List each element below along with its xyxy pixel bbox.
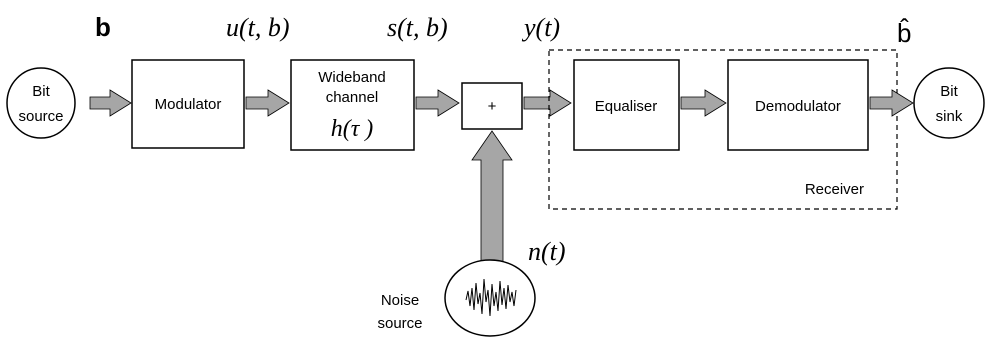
- noise-waveform: [465, 278, 517, 317]
- modulator-block: [131, 59, 245, 149]
- channel-label-line2: channel: [326, 89, 379, 106]
- bit-sink-label-line1: Bit: [940, 83, 958, 100]
- demodulator-label: Demodulator: [755, 98, 841, 115]
- signal-u-label: u(t, b): [226, 13, 290, 42]
- receiver-label: Receiver: [805, 181, 864, 198]
- bit-sink-label-line2: sink: [936, 108, 963, 125]
- channel-label-line1: Wideband: [318, 69, 386, 86]
- arrow-demodulator-to-sink: [869, 89, 914, 117]
- noise-label-line2: source: [377, 315, 422, 332]
- bit-source-label-line2: source: [18, 108, 63, 125]
- arrow-modulator-to-channel: [245, 89, 290, 117]
- signal-y-label: y(t): [521, 13, 560, 42]
- demodulator-block: [727, 59, 869, 151]
- adder-block: [461, 82, 523, 130]
- noise-source-node: [444, 259, 536, 337]
- arrow-noise-to-adder: [471, 130, 513, 263]
- adder-symbol: +: [488, 98, 497, 115]
- channel-impulse-response: h(τ ): [331, 116, 374, 142]
- signal-b-hat-label: b̂: [897, 18, 911, 48]
- receiver-boundary: [548, 49, 898, 210]
- bit-source-label-line1: Bit: [32, 83, 50, 100]
- arrow-channel-to-adder: [415, 89, 460, 117]
- bit-source-node: [6, 67, 76, 139]
- signal-b-label: b: [95, 12, 111, 42]
- signal-s-label: s(t, b): [387, 13, 448, 42]
- equaliser-label: Equaliser: [595, 98, 658, 115]
- signal-n-label: n(t): [528, 237, 566, 266]
- noise-label-line1: Noise: [381, 292, 419, 309]
- modulator-label: Modulator: [155, 96, 222, 113]
- arrow-equaliser-to-demodulator: [680, 89, 727, 117]
- arrow-source-to-modulator: [89, 89, 132, 117]
- channel-block: [290, 59, 415, 151]
- bit-sink-node: [913, 67, 985, 139]
- equaliser-block: [573, 59, 680, 151]
- arrow-adder-to-equaliser: [523, 89, 572, 117]
